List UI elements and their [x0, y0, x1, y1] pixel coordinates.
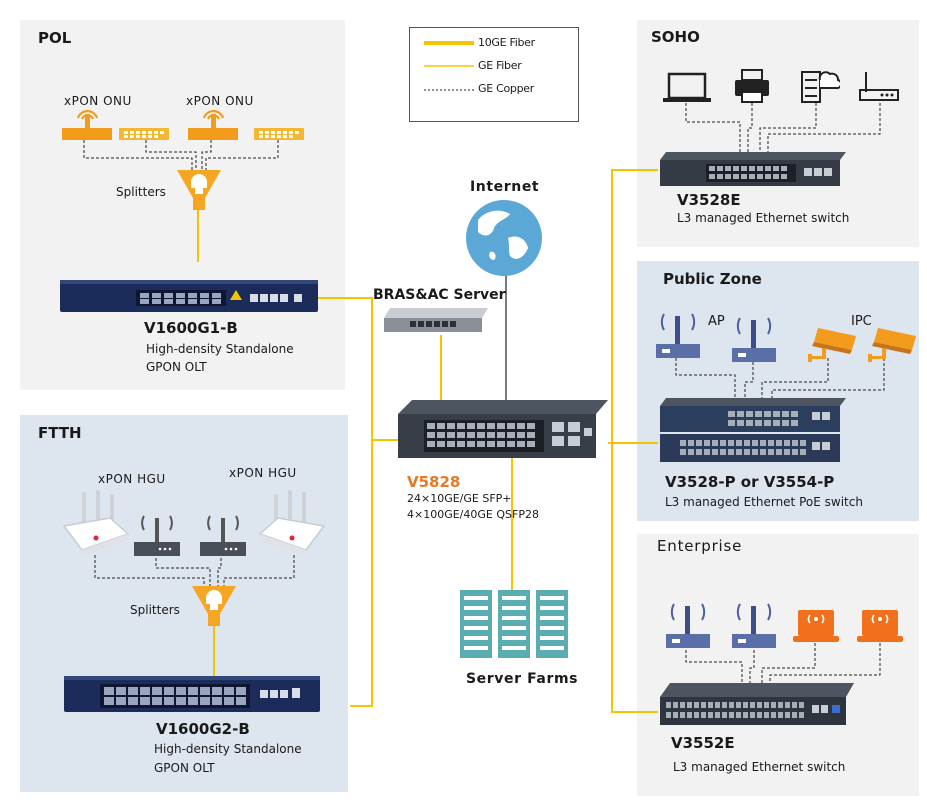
v3528e-name: V3528E	[677, 191, 741, 209]
v1600g2-b-device	[64, 676, 320, 712]
v3552e-desc: L3 managed Ethernet switch	[673, 760, 846, 774]
enterprise-title: Enterprise	[657, 537, 743, 555]
wifi-ap-icon	[200, 515, 246, 556]
public-zone-title: Public Zone	[663, 270, 762, 288]
v5828-desc-2: 4×100GE/40GE QSFP28	[407, 508, 539, 521]
onu-switch-icon	[119, 128, 169, 140]
access-point-icon	[666, 603, 710, 648]
legend: 10GE Fiber GE Fiber GE Copper	[409, 27, 579, 122]
bras-label: BRAS&AC Server	[373, 287, 506, 303]
laptop-icon	[663, 72, 711, 102]
splitter-icon	[192, 586, 236, 626]
ftth-panel	[20, 415, 348, 792]
wifi-ap-icon	[134, 515, 180, 556]
legend-10ge-fiber: 10GE Fiber	[478, 36, 535, 49]
v3528-p-name: V3528-P or V3554-P	[665, 473, 835, 491]
onu-router-icon	[62, 110, 112, 140]
v5828-name: V5828	[407, 473, 461, 491]
server-farm-icon	[460, 590, 568, 658]
ip-camera-icon	[808, 328, 856, 362]
public-zone-panel	[637, 261, 919, 521]
splitter-icon	[177, 170, 221, 210]
internet-label: Internet	[470, 179, 540, 195]
soho-title: SOHO	[651, 28, 700, 46]
hgu-router-icon	[258, 490, 326, 556]
access-point-icon	[656, 313, 700, 358]
v1600g1-b-desc-1: High-density Standalone	[146, 342, 294, 356]
onu-switch-icon	[254, 128, 304, 140]
ftth-hgu-label-1: xPON HGU	[98, 472, 166, 486]
wifi-laptop-icon	[793, 610, 839, 642]
v1600g1-b-name: V1600G1-B	[144, 319, 238, 337]
printer-icon	[735, 69, 769, 103]
v1600g2-b-desc-2: GPON OLT	[154, 761, 215, 775]
ftth-splitters-label: Splitters	[130, 603, 180, 617]
enterprise-panel	[637, 534, 919, 796]
v5828-core-switch	[398, 400, 608, 458]
ip-camera-icon	[868, 328, 916, 362]
v1600g2-b-desc-1: High-density Standalone	[154, 742, 302, 756]
ap-label: AP	[708, 314, 725, 329]
pol-splitters-label: Splitters	[116, 185, 166, 199]
pol-onu-label-2: xPON ONU	[186, 94, 254, 108]
router-icon	[859, 72, 899, 101]
access-point-icon	[732, 603, 776, 648]
onu-router-icon	[188, 110, 238, 140]
ftth-title: FTTH	[38, 424, 82, 442]
bras-server-icon	[384, 308, 488, 332]
v3528-p-switch	[660, 398, 846, 462]
hgu-router-icon	[62, 490, 130, 556]
legend-ge-fiber: GE Fiber	[478, 59, 522, 72]
v3528-p-desc: L3 managed Ethernet PoE switch	[665, 495, 863, 509]
v1600g2-b-name: V1600G2-B	[156, 720, 250, 738]
pol-title: POL	[38, 29, 72, 47]
v3552e-switch	[660, 683, 854, 725]
globe-icon	[466, 200, 542, 276]
v1600g1-b-device	[60, 280, 318, 312]
v5828-desc-1: 24×10GE/GE SFP+	[407, 492, 512, 505]
cloud-server-icon	[801, 71, 840, 103]
server-farms-label: Server Farms	[466, 671, 579, 687]
access-point-icon	[732, 317, 776, 362]
pol-onu-label-1: xPON ONU	[64, 94, 132, 108]
wifi-laptop-icon	[857, 610, 903, 642]
legend-ge-copper: GE Copper	[478, 82, 534, 95]
ftth-hgu-label-2: xPON HGU	[229, 466, 297, 480]
ipc-label: IPC	[851, 314, 872, 329]
v1600g1-b-desc-2: GPON OLT	[146, 360, 207, 374]
v3552e-name: V3552E	[671, 734, 735, 752]
v3528e-desc: L3 managed Ethernet switch	[677, 211, 850, 225]
v3528e-switch	[660, 152, 846, 186]
pol-panel	[20, 20, 345, 390]
